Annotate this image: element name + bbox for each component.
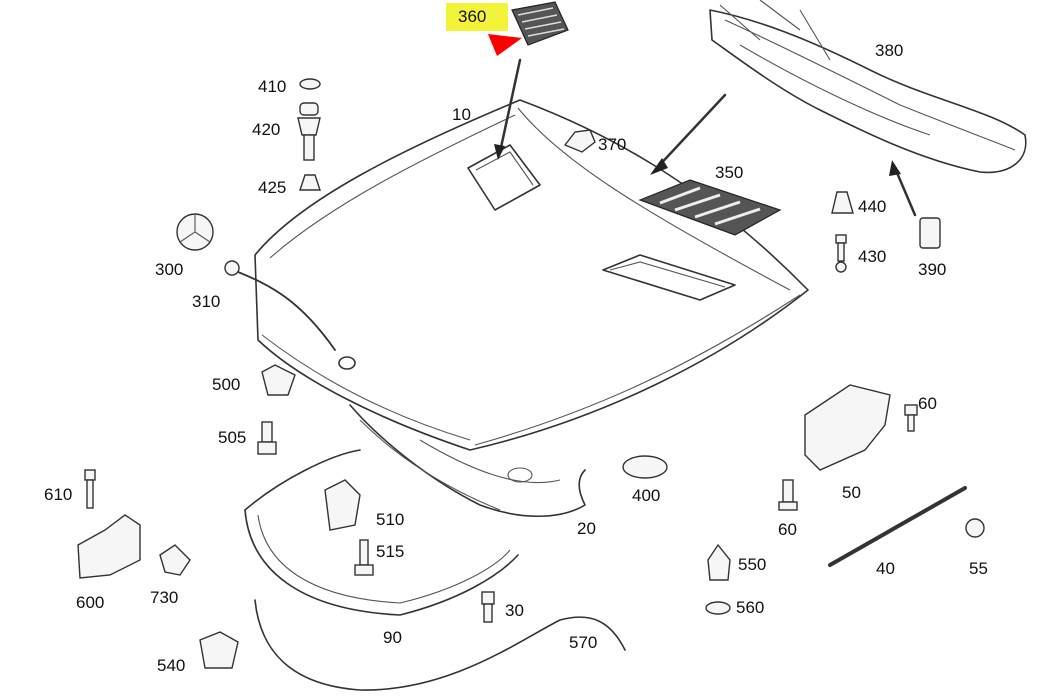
- insulation-mat-part: [244, 449, 519, 616]
- label-310: 310: [192, 292, 220, 311]
- emblem-300: [176, 213, 214, 251]
- label-440: 440: [858, 197, 886, 216]
- gas-strut-40: [828, 486, 967, 567]
- hood-part: [254, 99, 809, 451]
- cable-570: [254, 599, 626, 691]
- label-505: 505: [218, 428, 246, 447]
- label-380: 380: [875, 41, 903, 60]
- label-55: 55: [969, 559, 988, 578]
- bolt-610: [84, 469, 96, 509]
- arrow-icon: [889, 160, 917, 217]
- label-570: 570: [569, 633, 597, 652]
- clip-390: [919, 217, 941, 249]
- clip-55: [965, 518, 985, 538]
- label-560: 560: [736, 598, 764, 617]
- washer-560: [705, 601, 731, 615]
- bolt-505: [257, 421, 277, 455]
- label-40: 40: [876, 559, 895, 578]
- label-510: 510: [376, 510, 404, 529]
- label-515: 515: [376, 542, 404, 561]
- clip-370: [563, 129, 596, 153]
- buffer-30: [481, 591, 495, 623]
- label-540: 540: [157, 656, 185, 675]
- label-400: 400: [632, 486, 660, 505]
- clip-730: [159, 544, 191, 576]
- bracket-600: [77, 514, 141, 579]
- label-90: 90: [383, 628, 402, 647]
- red-marker-icon: [488, 34, 522, 56]
- bolt-60-a: [904, 404, 918, 432]
- bolt-430: [835, 234, 847, 273]
- label-390: 390: [918, 260, 946, 279]
- cowl-panel-part: [709, 0, 1027, 174]
- vent-insert-360: [511, 1, 569, 46]
- label-370: 370: [598, 135, 626, 154]
- highlight-360: [446, 3, 508, 31]
- label-410: 410: [258, 77, 286, 96]
- label-500: 500: [212, 375, 240, 394]
- cap-440: [831, 191, 854, 214]
- label-600: 600: [76, 593, 104, 612]
- label-360: 360: [458, 7, 486, 26]
- lock-500: [261, 364, 296, 396]
- clip-540: [199, 631, 239, 669]
- vent-grille-350: [638, 179, 782, 236]
- label-30: 30: [505, 601, 524, 620]
- label-20: 20: [577, 519, 596, 538]
- cap-550: [707, 543, 731, 581]
- label-730: 730: [150, 588, 178, 607]
- arrow-icon: [650, 93, 727, 175]
- cable-310: [224, 260, 336, 351]
- label-420: 420: [252, 120, 280, 139]
- label-425: 425: [258, 178, 286, 197]
- washer-410: [299, 78, 321, 90]
- label-60-bottom: 60: [778, 520, 797, 539]
- label-610: 610: [44, 485, 72, 504]
- hinge-50: [804, 384, 891, 471]
- label-300: 300: [155, 260, 183, 279]
- label-60-top: 60: [918, 394, 937, 413]
- arrow-icon: [494, 58, 522, 160]
- plug-420: [297, 102, 321, 161]
- emblem-400: [622, 455, 668, 479]
- clip-425: [299, 174, 321, 191]
- label-10: 10: [452, 105, 471, 124]
- latch-510: [324, 479, 361, 531]
- label-430: 430: [858, 247, 886, 266]
- label-550: 550: [738, 555, 766, 574]
- label-50: 50: [842, 483, 861, 502]
- hood-underside-part: [349, 404, 586, 517]
- bolt-515: [354, 539, 374, 576]
- bolt-60-b: [778, 479, 798, 511]
- label-350: 350: [715, 163, 743, 182]
